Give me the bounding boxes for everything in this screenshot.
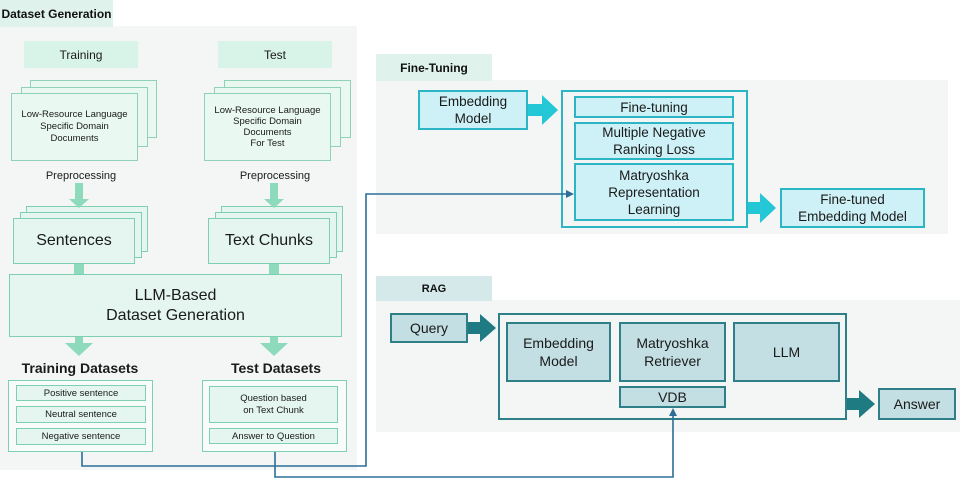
arrow-llm-train-head bbox=[65, 343, 93, 356]
arrow-ft-in-head bbox=[542, 95, 558, 125]
retriever-line1: Matryoshka bbox=[636, 335, 709, 351]
arrow-chunk-down bbox=[269, 264, 279, 274]
llm-dataset-generation: LLM-Based Dataset Generation bbox=[9, 274, 342, 337]
mnrl-box: Multiple Negative Ranking Loss bbox=[574, 122, 734, 160]
query-box: Query bbox=[390, 313, 468, 343]
training-datasets-title: Training Datasets bbox=[21, 360, 139, 376]
finetune-tab: Fine-Tuning bbox=[376, 54, 492, 81]
ft-embedding-line1: Embedding bbox=[438, 94, 508, 109]
question-line1: Question based bbox=[240, 392, 307, 404]
test-doc-line4: For Test bbox=[250, 138, 285, 149]
finetuned-line2: Embedding Model bbox=[798, 209, 907, 224]
rag-embedding-model: Embedding Model bbox=[506, 322, 611, 382]
arrow-answer-stem bbox=[847, 398, 861, 410]
training-documents: Low-Resource Language Specific Domain Do… bbox=[11, 93, 138, 161]
sentences-box: Sentences bbox=[13, 218, 135, 264]
test-documents: Low-Resource Language Specific Domain Do… bbox=[204, 93, 331, 161]
connector-training-to-finetune bbox=[81, 193, 567, 467]
arrow-test-doc-stem bbox=[270, 183, 278, 199]
mrl-line2: Representation bbox=[608, 184, 700, 200]
arrow-ft-in-stem bbox=[528, 104, 544, 116]
arrow-query-stem bbox=[468, 322, 482, 334]
training-doc-line1: Low-Resource Language bbox=[21, 109, 128, 120]
retriever-line2: Retriever bbox=[644, 353, 701, 369]
training-doc-line2: Specific Domain bbox=[40, 121, 109, 132]
arrow-llm-test-stem bbox=[270, 337, 278, 343]
answer-box: Answer bbox=[878, 388, 956, 420]
arrow-answer-head bbox=[859, 390, 875, 418]
test-doc-line3: Documents bbox=[243, 127, 292, 138]
test-doc-line1: Low-Resource Language bbox=[214, 105, 321, 116]
connector-test-to-vdb bbox=[274, 414, 674, 478]
test-datasets-title: Test Datasets bbox=[230, 360, 321, 376]
llm-gen-line2: Dataset Generation bbox=[106, 306, 245, 324]
matryoshka-retriever: Matryoshka Retriever bbox=[619, 322, 726, 382]
llm-box: LLM bbox=[733, 322, 840, 382]
training-doc-line3: Documents bbox=[50, 133, 99, 144]
connector-vdb-arrowhead bbox=[669, 408, 677, 416]
ft-embedding-line2: Model bbox=[454, 111, 492, 126]
arrow-ft-out-stem bbox=[748, 202, 762, 214]
mrl-line1: Matryoshka bbox=[619, 167, 689, 183]
question-line2: on Text Chunk bbox=[243, 404, 304, 416]
training-preprocessing: Preprocessing bbox=[45, 170, 117, 182]
finetuned-line1: Fine-tuned bbox=[820, 192, 885, 207]
ft-embedding-model: Embedding Model bbox=[418, 90, 528, 130]
mrl-box: Matryoshka Representation Learning bbox=[574, 163, 734, 221]
arrow-train-doc-head bbox=[69, 199, 89, 208]
dataset-tab: Dataset Generation bbox=[0, 0, 113, 27]
neutral-sentence: Neutral sentence bbox=[16, 406, 146, 423]
question-text-chunk: Question based on Text Chunk bbox=[209, 386, 338, 423]
test-doc-line2: Specific Domain bbox=[233, 116, 302, 127]
test-header: Test bbox=[218, 41, 332, 68]
vdb-box: VDB bbox=[619, 386, 726, 408]
arrow-train-doc-stem bbox=[75, 183, 83, 199]
mnrl-line1: Multiple Negative bbox=[602, 125, 706, 140]
arrow-ft-out-head bbox=[760, 193, 776, 223]
finetuned-embedding-model: Fine-tuned Embedding Model bbox=[780, 188, 925, 228]
textchunks-box: Text Chunks bbox=[208, 218, 330, 264]
test-preprocessing: Preprocessing bbox=[239, 170, 311, 182]
mnrl-line2: Ranking Loss bbox=[613, 142, 695, 157]
llm-gen-line1: LLM-Based bbox=[134, 286, 217, 304]
training-header: Training bbox=[24, 41, 138, 68]
arrow-sent-down bbox=[74, 264, 84, 274]
arrow-test-doc-head bbox=[264, 199, 284, 208]
rag-embedding-line2: Model bbox=[539, 353, 578, 369]
arrow-llm-train-stem bbox=[75, 337, 83, 343]
connector-finetune-arrowhead bbox=[566, 190, 574, 198]
arrow-llm-test-head bbox=[260, 343, 288, 356]
ft-container bbox=[561, 90, 748, 228]
rag-tab: RAG bbox=[376, 276, 492, 301]
answer-to-question: Answer to Question bbox=[209, 428, 338, 444]
negative-sentence: Negative sentence bbox=[16, 428, 146, 445]
arrow-query-head bbox=[480, 314, 496, 342]
mrl-line3: Learning bbox=[627, 201, 681, 217]
finetuning-box: Fine-tuning bbox=[574, 96, 734, 118]
rag-embedding-line1: Embedding bbox=[523, 335, 594, 351]
positive-sentence: Positive sentence bbox=[16, 385, 146, 401]
